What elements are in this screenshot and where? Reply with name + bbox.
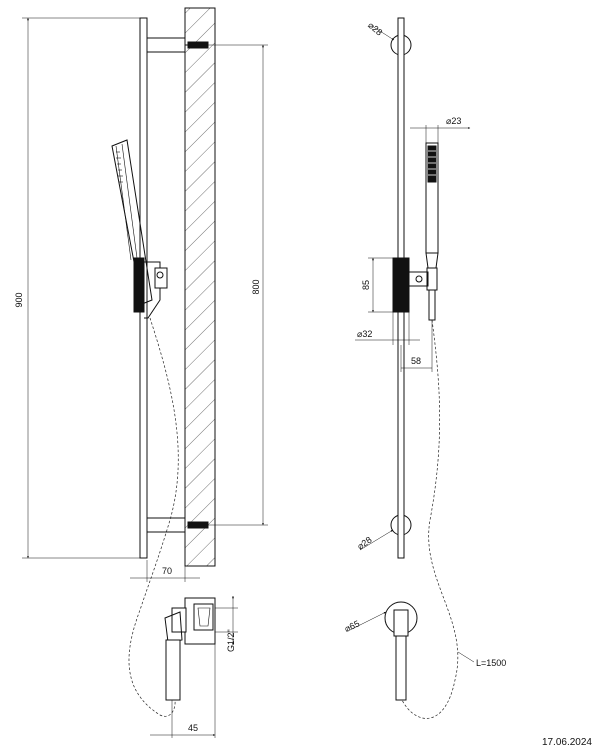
bottom-bracket-side (146, 517, 209, 533)
dim-65: ⌀65 (343, 611, 387, 634)
dim-23-label: ⌀23 (446, 116, 461, 126)
dim-900-label: 900 (14, 292, 24, 307)
dim-23: ⌀23 (410, 116, 471, 143)
dim-28-bottom-label: ⌀28 (355, 535, 373, 552)
hose-side (128, 317, 179, 717)
holder-side (133, 257, 168, 319)
dim-hose-length: L=1500 (457, 651, 506, 668)
top-bracket-front (390, 34, 412, 56)
dim-70: 70 (130, 560, 200, 582)
hand-shower-front (425, 142, 439, 321)
front-view: ⌀28 ⌀23 85 ⌀32 58 ⌀28 (343, 17, 506, 719)
dim-g12: G1/2" (215, 595, 238, 652)
dim-58-label: 58 (411, 356, 421, 366)
bottom-bracket-front (390, 514, 412, 536)
dim-g12-label: G1/2" (226, 629, 236, 652)
dim-70-label: 70 (162, 566, 172, 576)
hand-shower-side (111, 139, 153, 305)
wall-outlet-front (384, 601, 418, 701)
dim-45: 45 (150, 644, 216, 738)
wall-outlet-side (164, 597, 216, 701)
dim-32-label: ⌀32 (357, 329, 372, 339)
wall-section (184, 7, 216, 567)
dim-28-bottom: ⌀28 (355, 529, 394, 552)
holder-front (392, 257, 429, 313)
hose-front (401, 319, 459, 719)
hose-length-label: L=1500 (476, 658, 506, 668)
dim-800-label: 800 (251, 279, 261, 294)
side-view: 900 800 70 G1/2" 45 (14, 7, 268, 738)
dim-58: 58 (400, 320, 433, 372)
dim-32: ⌀32 (355, 312, 420, 345)
dim-85-label: 85 (361, 280, 371, 290)
dim-28-top-label: ⌀28 (366, 20, 384, 38)
dim-800: 800 (208, 44, 268, 526)
top-bracket-side (146, 37, 209, 53)
dim-45-label: 45 (188, 723, 198, 733)
dim-85: 85 (361, 257, 393, 313)
dim-65-label: ⌀65 (343, 618, 361, 634)
dim-28-top: ⌀28 (366, 20, 395, 41)
dim-900: 900 (14, 17, 140, 559)
drawing-date: 17.06.2024 (541, 737, 592, 748)
